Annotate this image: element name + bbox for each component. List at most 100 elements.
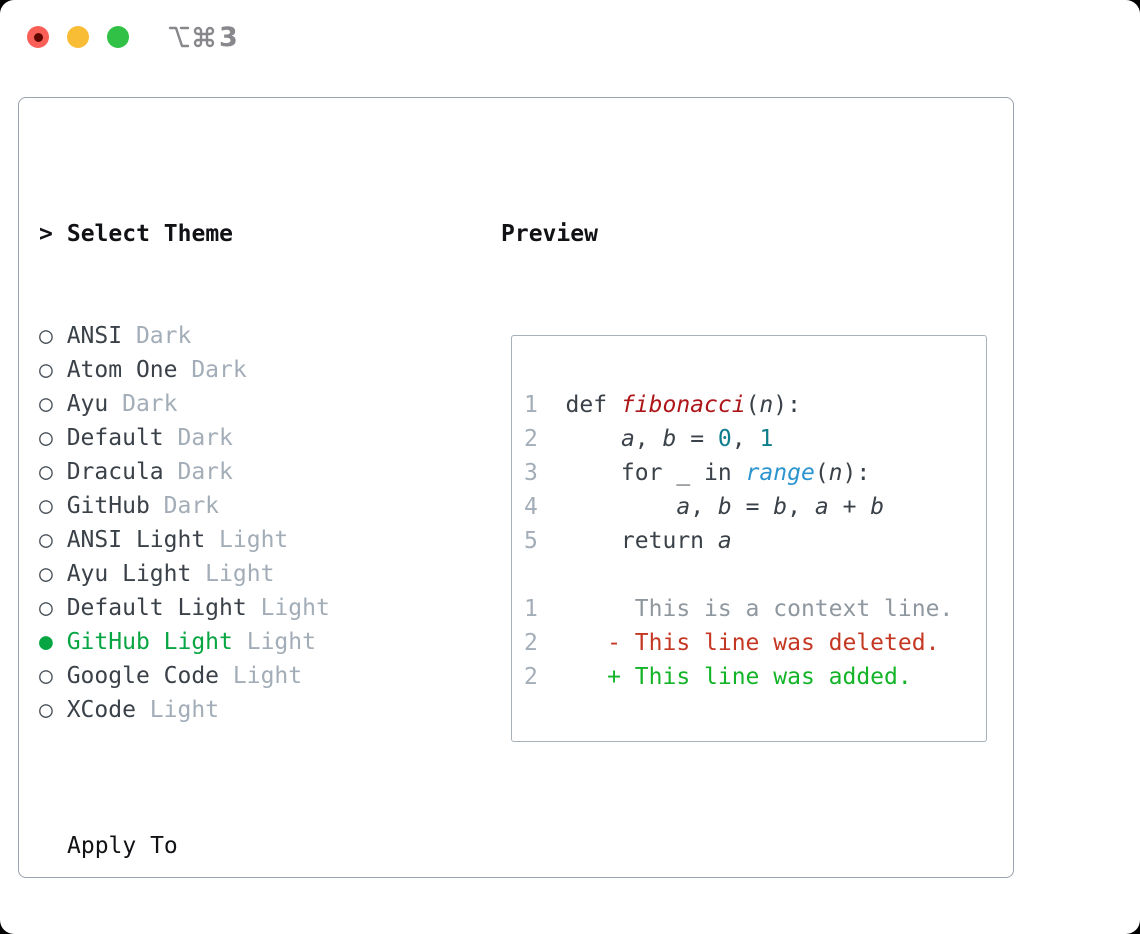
theme-option-github[interactable]: ○ GitHub Dark (39, 489, 427, 523)
theme-variant-tag: Light (219, 663, 303, 689)
code-token-plain: def (565, 392, 621, 418)
code-token-var: a (676, 494, 691, 520)
command-icon (193, 26, 215, 48)
theme-option-github-light[interactable]: ● GitHub Light Light (39, 625, 427, 659)
code-token-num: 0 (717, 426, 732, 452)
radio-icon: ○ (39, 357, 67, 383)
code-token-var: b (773, 494, 788, 520)
theme-variant-tag: Dark (177, 357, 247, 383)
line-number: 3 (524, 460, 566, 486)
theme-picker: >Select Theme ○ ANSI Dark○ Atom One Dark… (39, 149, 427, 934)
code-token-plain: , (787, 494, 815, 520)
radio-icon: ○ (39, 493, 67, 519)
shortcut-number: 3 (219, 21, 238, 53)
option-label: GitHub (66, 493, 150, 519)
theme-variant-tag: Light (232, 629, 316, 655)
line-number: 1 (524, 596, 566, 622)
radio-selected-icon: ● (39, 629, 67, 655)
theme-option-google-code[interactable]: ○ Google Code Light (39, 659, 427, 693)
code-token-num: 1 (759, 426, 774, 452)
option-label: XCode (66, 697, 136, 723)
zoom-button[interactable] (107, 26, 129, 48)
option-label: GitHub Light (66, 629, 233, 655)
option-icon (168, 26, 190, 48)
radio-icon: ○ (39, 663, 67, 689)
code-token-plain: ): (773, 392, 801, 418)
code-token-ctx: This is a context line. (565, 596, 954, 622)
radio-icon: ○ (39, 697, 67, 723)
code-token-var: b (870, 494, 885, 520)
apply-to-header: Apply To (39, 829, 427, 863)
code-token-add: + This line was added. (565, 664, 912, 690)
code-line: 1 def fibonacci(n): (524, 388, 986, 422)
line-number (524, 562, 566, 588)
option-label: Default (66, 425, 164, 451)
option-label: Google Code (66, 663, 220, 689)
code-token-func: fibonacci (620, 392, 746, 418)
code-token-plain: ( (745, 392, 760, 418)
theme-list: ○ ANSI Dark○ Atom One Dark○ Ayu Dark○ De… (39, 319, 427, 727)
radio-icon: ○ (39, 323, 67, 349)
option-label: Ayu Light (66, 561, 192, 587)
option-label: Atom One (66, 357, 178, 383)
code-token-plain: = (676, 426, 718, 452)
theme-option-ayu[interactable]: ○ Ayu Dark (39, 387, 427, 421)
theme-option-dracula[interactable]: ○ Dracula Dark (39, 455, 427, 489)
minimize-button[interactable] (67, 26, 89, 48)
code-token-plain: ( (814, 460, 829, 486)
radio-icon: ○ (39, 561, 67, 587)
theme-variant-tag: Dark (108, 391, 178, 417)
option-label: Dracula (66, 459, 164, 485)
line-number: 4 (524, 494, 566, 520)
code-token-var: a (814, 494, 829, 520)
select-theme-header: > Select Theme (39, 217, 427, 251)
code-token-var: a (620, 426, 635, 452)
close-dot-icon (33, 32, 43, 42)
code-token-plain: + (828, 494, 871, 520)
code-token-builtin: range (745, 460, 815, 486)
code-line: 1 This is a context line. (524, 592, 986, 626)
theme-option-ansi[interactable]: ○ ANSI Dark (39, 319, 427, 353)
theme-option-default-light[interactable]: ○ Default Light Light (39, 591, 427, 625)
code-token-plain: , (634, 426, 663, 452)
code-token-plain: for _ in (565, 460, 746, 486)
code-token-var: n (828, 460, 843, 486)
code-token-plain: ): (842, 460, 871, 486)
theme-variant-tag: Dark (122, 323, 192, 349)
line-number: 5 (524, 528, 566, 554)
code-token-var: a (717, 528, 732, 554)
option-label: ANSI Light (66, 527, 206, 553)
preview-header: Preview (501, 221, 598, 247)
theme-variant-tag: Dark (163, 425, 233, 451)
theme-variant-tag: Dark (163, 459, 233, 485)
theme-variant-tag: Dark (149, 493, 220, 519)
close-button[interactable] (27, 26, 49, 48)
line-number: 1 (524, 392, 566, 418)
radio-icon: ○ (39, 527, 67, 553)
code-line: 2 + This line was added. (524, 660, 986, 694)
theme-option-default[interactable]: ○ Default Dark (39, 421, 427, 455)
theme-variant-tag: Light (205, 527, 289, 553)
code-token-plain (566, 494, 677, 520)
code-token-plain: , (731, 426, 760, 452)
theme-option-ayu-light[interactable]: ○ Ayu Light Light (39, 557, 427, 591)
code-line: 2 - This line was deleted. (524, 626, 986, 660)
code-token-plain: = (731, 494, 774, 520)
theme-option-atom-one[interactable]: ○ Atom One Dark (39, 353, 427, 387)
code-line: 4 a, b = b, a + b (524, 490, 986, 524)
theme-variant-tag: Light (135, 697, 220, 723)
radio-icon: ○ (39, 595, 67, 621)
select-theme-label: Select Theme (66, 221, 234, 247)
line-number: 2 (524, 426, 566, 452)
code-token-del: - This line was deleted. (565, 630, 940, 656)
code-token-var: b (662, 426, 677, 452)
theme-option-xcode[interactable]: ○ XCode Light (39, 693, 427, 727)
theme-option-ansi-light[interactable]: ○ ANSI Light Light (39, 523, 427, 557)
code-token-plain: , (690, 494, 718, 520)
cursor-prefix: > (39, 221, 53, 247)
option-label: ANSI (66, 323, 123, 349)
window-title: 3 (167, 21, 238, 53)
code-token-var: b (717, 494, 732, 520)
